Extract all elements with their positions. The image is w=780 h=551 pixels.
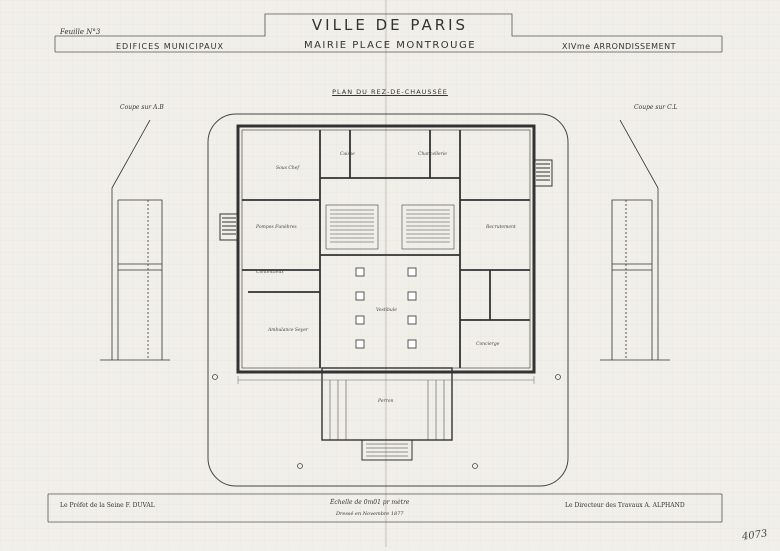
room-concierge: Concierge [476, 342, 500, 347]
footer-date: Dressé en Novembre 1877 [336, 511, 404, 517]
room-sous-chef: Sous Chef [276, 166, 300, 171]
footer-left: Le Préfet de la Seine F. DUVAL [60, 502, 155, 509]
page-subtitle: MAIRIE PLACE MONTROUGE [303, 40, 477, 51]
section-right-label: Coupe sur C.L [634, 104, 678, 111]
header-right: XIVme ARRONDISSEMENT [562, 42, 676, 51]
footer-frame [47, 493, 723, 523]
section-left-label: Coupe sur A.B [120, 104, 164, 111]
room-recrutement: Recrutement [486, 225, 516, 230]
room-contentieux: Contentieux [256, 270, 284, 275]
columns [355, 267, 417, 349]
room-caisse: Caisse [340, 152, 355, 157]
sheet-no: Feuille N°3 [60, 28, 101, 36]
footer-right: Le Directeur des Travaux A. ALPHAND [565, 502, 685, 509]
stairs [325, 204, 455, 250]
header-frame [54, 13, 723, 53]
room-pompes-funebres: Pompes Funèbres [256, 225, 297, 230]
header-left: EDIFICES MUNICIPAUX [116, 42, 224, 51]
room-ambulance: Ambulance Seyer [268, 328, 309, 333]
page-title: VILLE DE PARIS [311, 16, 469, 34]
room-vestibule: Vestibule [376, 308, 397, 313]
footer-scale: Échelle de 0m01 pr mètre [330, 499, 410, 506]
room-perron: Perron [378, 399, 394, 404]
section-left [100, 119, 170, 361]
room-chancellerie: Chancellerie [418, 152, 447, 157]
front-steps [321, 367, 453, 461]
site-outline [207, 113, 569, 487]
section-right [600, 119, 670, 361]
interior-walls [242, 130, 530, 368]
plan-title: PLAN DU REZ-DE-CHAUSSÉE [332, 88, 448, 96]
